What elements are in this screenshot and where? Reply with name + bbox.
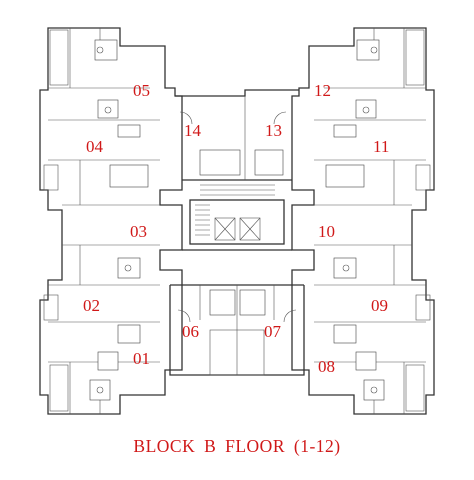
unit-label-05: 05: [133, 81, 150, 100]
unit-label-03: 03: [130, 222, 147, 241]
central-core: [169, 89, 305, 376]
left-wing: [39, 27, 183, 415]
unit-label-11: 11: [373, 137, 389, 156]
unit-label-09: 09: [371, 296, 388, 315]
unit-label-01: 01: [133, 349, 150, 368]
unit-label-04: 04: [86, 137, 104, 156]
unit-label-07: 07: [264, 322, 282, 341]
unit-label-10: 10: [318, 222, 335, 241]
plan-caption: BLOCK B FLOOR (1-12): [133, 436, 341, 456]
right-wing: [291, 27, 435, 415]
unit-labels: 05 04 03 02 01 14 13 12 11 10 09 08 06 0…: [83, 81, 389, 376]
unit-label-08: 08: [318, 357, 335, 376]
unit-label-12: 12: [314, 81, 331, 100]
unit-label-06: 06: [182, 322, 199, 341]
unit-label-13: 13: [265, 121, 282, 140]
unit-label-02: 02: [83, 296, 100, 315]
unit-label-14: 14: [184, 121, 202, 140]
